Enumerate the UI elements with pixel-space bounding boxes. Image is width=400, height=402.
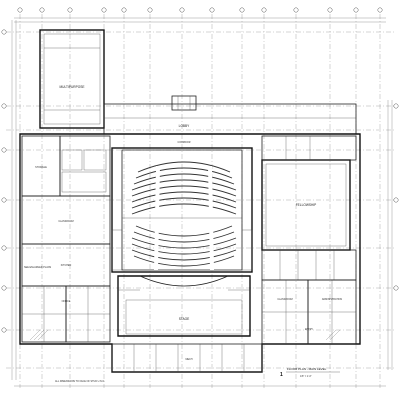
grid-bubbles	[1, 7, 399, 333]
entry-label: ENTRY	[305, 328, 313, 331]
storage-label: STORAGE	[35, 166, 47, 169]
sanctuary	[111, 147, 253, 273]
lobby-canopy: LOBBY	[103, 95, 357, 135]
bottom-note: ALL DIMENSIONS TO FACE OF STUD U.N.O.	[55, 380, 105, 383]
fellowship-label: FELLOWSHIP	[296, 203, 317, 207]
left-note: SEE ENLARGED PLANS	[24, 266, 52, 269]
sheet-scale: 1/8" = 1'-0"	[300, 375, 312, 378]
stage-label: STAGE	[179, 317, 190, 321]
sheet-title: FLOOR PLAN - MAIN LEVEL	[287, 367, 327, 371]
dimension-strings	[11, 17, 393, 387]
multipurpose-label: MULTIPURPOSE	[60, 85, 85, 89]
lobby-label: LOBBY	[179, 124, 191, 128]
classroom-label-2: CLASSROOM	[277, 298, 292, 301]
admin-label: ADMINISTRATION	[322, 298, 343, 301]
right-wing-rooms: CLASSROOM ADMINISTRATION ENTRY	[261, 249, 357, 345]
sheet-number: 1	[280, 372, 283, 378]
multipurpose-room: MULTIPURPOSE	[39, 29, 105, 129]
grid-lines	[6, 14, 394, 388]
left-wing: STORAGE CLASSROOM KITCHEN OFFICE	[21, 135, 111, 343]
corridor-label: CORRIDOR	[177, 141, 190, 144]
kitchen-label: KITCHEN	[61, 264, 72, 267]
hatching	[29, 329, 341, 341]
mech-label: MECH	[185, 358, 192, 361]
fellowship-hall: FELLOWSHIP	[261, 135, 357, 251]
stage: STAGE	[117, 275, 251, 337]
bottom-rooms: MECH	[111, 343, 263, 373]
title-block: 1 FLOOR PLAN - MAIN LEVEL 1/8" = 1'-0"	[280, 367, 340, 378]
classroom-label-1: CLASSROOM	[58, 220, 73, 223]
office-label: OFFICE	[62, 300, 71, 303]
